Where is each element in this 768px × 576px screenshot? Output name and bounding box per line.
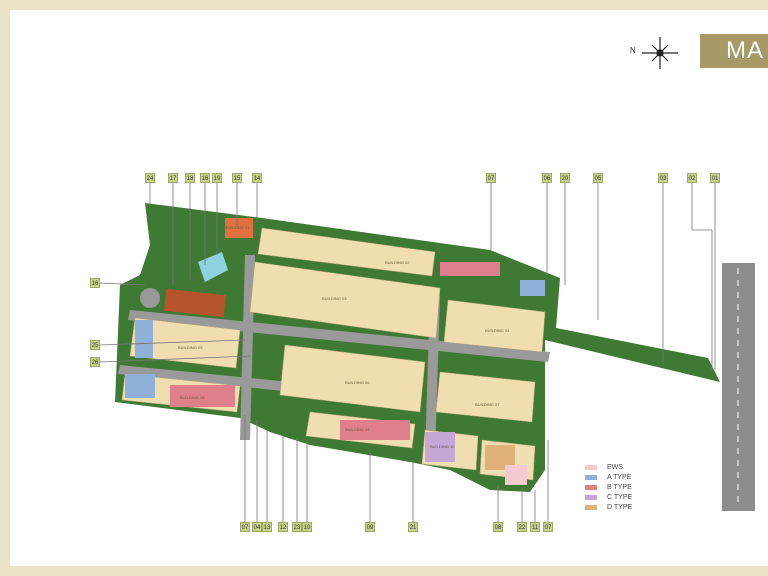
- callout-tag: 22: [517, 522, 527, 532]
- callout-tag: 07: [543, 522, 553, 532]
- legend-label: EWS: [607, 463, 623, 471]
- compass: N: [630, 36, 690, 70]
- building-label: BUILDING 04: [485, 328, 510, 333]
- callout-tag: 18: [185, 173, 195, 183]
- legend-item: B TYPE: [585, 482, 632, 492]
- building-label: BUILDING 05: [178, 345, 203, 350]
- legend-label: C TYPE: [607, 493, 633, 501]
- legend-swatch: [585, 504, 597, 510]
- roundabout: [140, 288, 160, 308]
- building-label: BUILDING 07: [475, 402, 500, 407]
- callout-tag: 09: [365, 522, 375, 532]
- north-label: N: [630, 46, 636, 55]
- legend-label: D TYPE: [607, 503, 633, 511]
- callout-tag: 07: [486, 173, 496, 183]
- legend-swatch: [585, 494, 597, 500]
- unit-type-legend: EWS A TYPE B TYPE C TYPE D TYPE: [585, 462, 632, 512]
- legend-label: A TYPE: [607, 473, 632, 481]
- building-label: BUILDING 06: [345, 380, 370, 385]
- callout-tag: 11: [530, 522, 540, 532]
- callout-tag: 15: [232, 173, 242, 183]
- callout-tag: 25: [90, 340, 100, 350]
- callout-tag: 02: [687, 173, 697, 183]
- legend-item: D TYPE: [585, 502, 632, 512]
- callout-tag: 06: [542, 173, 552, 183]
- building-label: BUILDING 01: [225, 225, 250, 230]
- building-label: BUILDING 10: [430, 444, 455, 449]
- callout-tag: 21: [408, 522, 418, 532]
- swimming-pool: [198, 252, 228, 282]
- callout-tag: 10: [302, 522, 312, 532]
- tennis-court: [164, 288, 226, 318]
- callout-tag: 01: [710, 173, 720, 183]
- callout-tag: 12: [278, 522, 288, 532]
- callout-tag: 17: [168, 173, 178, 183]
- legend-swatch: [585, 474, 597, 480]
- callout-tag: 19: [212, 173, 222, 183]
- callout-tag: 24: [145, 173, 155, 183]
- callout-tag: 20: [560, 173, 570, 183]
- building-label: BUILDING 09: [345, 427, 370, 432]
- compass-rose-icon: [642, 37, 678, 69]
- callout-tag: 23: [292, 522, 302, 532]
- building-label: BUILDING 08: [180, 395, 205, 400]
- legend-swatch: [585, 464, 597, 470]
- building-label: BUILDING 03: [322, 296, 347, 301]
- callout-tag: 04: [252, 522, 262, 532]
- callout-tag: 26: [90, 357, 100, 367]
- legend-item: EWS: [585, 462, 632, 472]
- callout-tag: 05: [593, 173, 603, 183]
- page-title: MA: [700, 34, 768, 68]
- callout-tag: 07: [240, 522, 250, 532]
- callout-tag: 14: [252, 173, 262, 183]
- legend-item: C TYPE: [585, 492, 632, 502]
- legend-label: B TYPE: [607, 483, 632, 491]
- unit-color-accents: [125, 262, 545, 485]
- callout-tag: 08: [493, 522, 503, 532]
- callout-tag: 16: [200, 173, 210, 183]
- legend-item: A TYPE: [585, 472, 632, 482]
- callout-tag: 03: [658, 173, 668, 183]
- legend-swatch: [585, 484, 597, 490]
- building-label: BUILDING 02: [385, 260, 410, 265]
- callout-tag: 16: [90, 278, 100, 288]
- callout-tag: 13: [262, 522, 272, 532]
- clubhouse: [225, 218, 253, 238]
